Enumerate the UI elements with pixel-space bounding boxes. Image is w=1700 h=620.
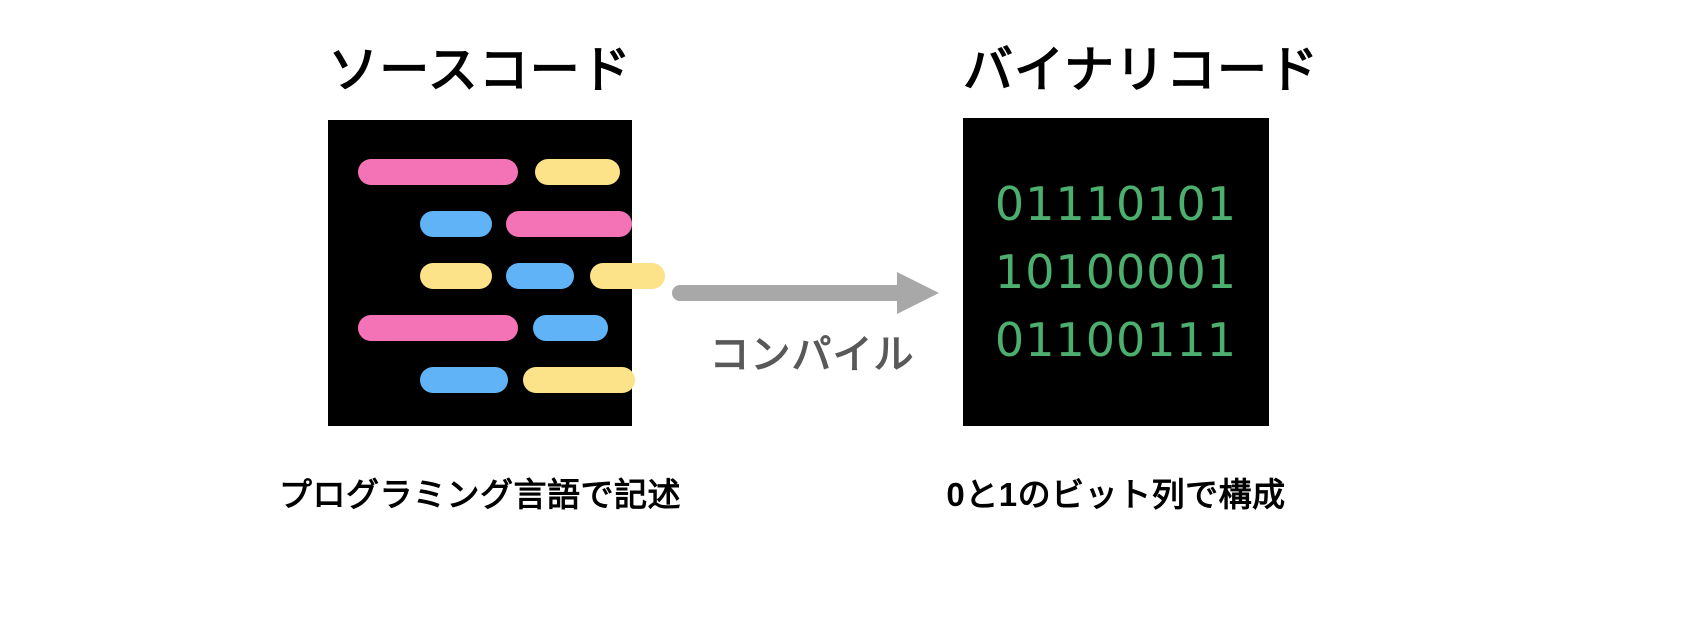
code-token-pink xyxy=(506,211,632,237)
code-token-yellow xyxy=(535,159,620,185)
binary-code-caption: 0と1のビット列で構成 xyxy=(946,476,1286,513)
binary-code-title: バイナリコード xyxy=(963,42,1319,98)
code-line xyxy=(328,315,632,341)
code-token-pink xyxy=(358,315,518,341)
compile-arrow xyxy=(672,272,952,316)
code-line xyxy=(328,263,665,289)
code-token-yellow xyxy=(523,367,635,393)
binary-code-panel: 01110101 10100001 01100111 xyxy=(963,118,1269,426)
binary-line: 10100001 xyxy=(994,244,1238,299)
code-token-yellow xyxy=(420,263,492,289)
source-code-caption: プログラミング言語で記述 xyxy=(279,476,681,513)
right-arrow-icon xyxy=(897,272,939,314)
code-token-blue xyxy=(420,367,508,393)
compile-label: コンパイル xyxy=(709,333,915,377)
code-line xyxy=(328,159,632,185)
code-line xyxy=(328,367,635,393)
code-token-blue xyxy=(506,263,574,289)
code-token-yellow xyxy=(590,263,665,289)
code-token-pink xyxy=(358,159,518,185)
code-line xyxy=(328,211,632,237)
source-code-panel xyxy=(328,120,665,426)
code-token-blue xyxy=(420,211,492,237)
source-code-title: ソースコード xyxy=(328,42,632,98)
binary-line: 01110101 xyxy=(994,176,1238,231)
binary-line: 01100111 xyxy=(994,313,1238,368)
code-token-blue xyxy=(533,315,608,341)
arrow-shaft xyxy=(672,285,910,301)
